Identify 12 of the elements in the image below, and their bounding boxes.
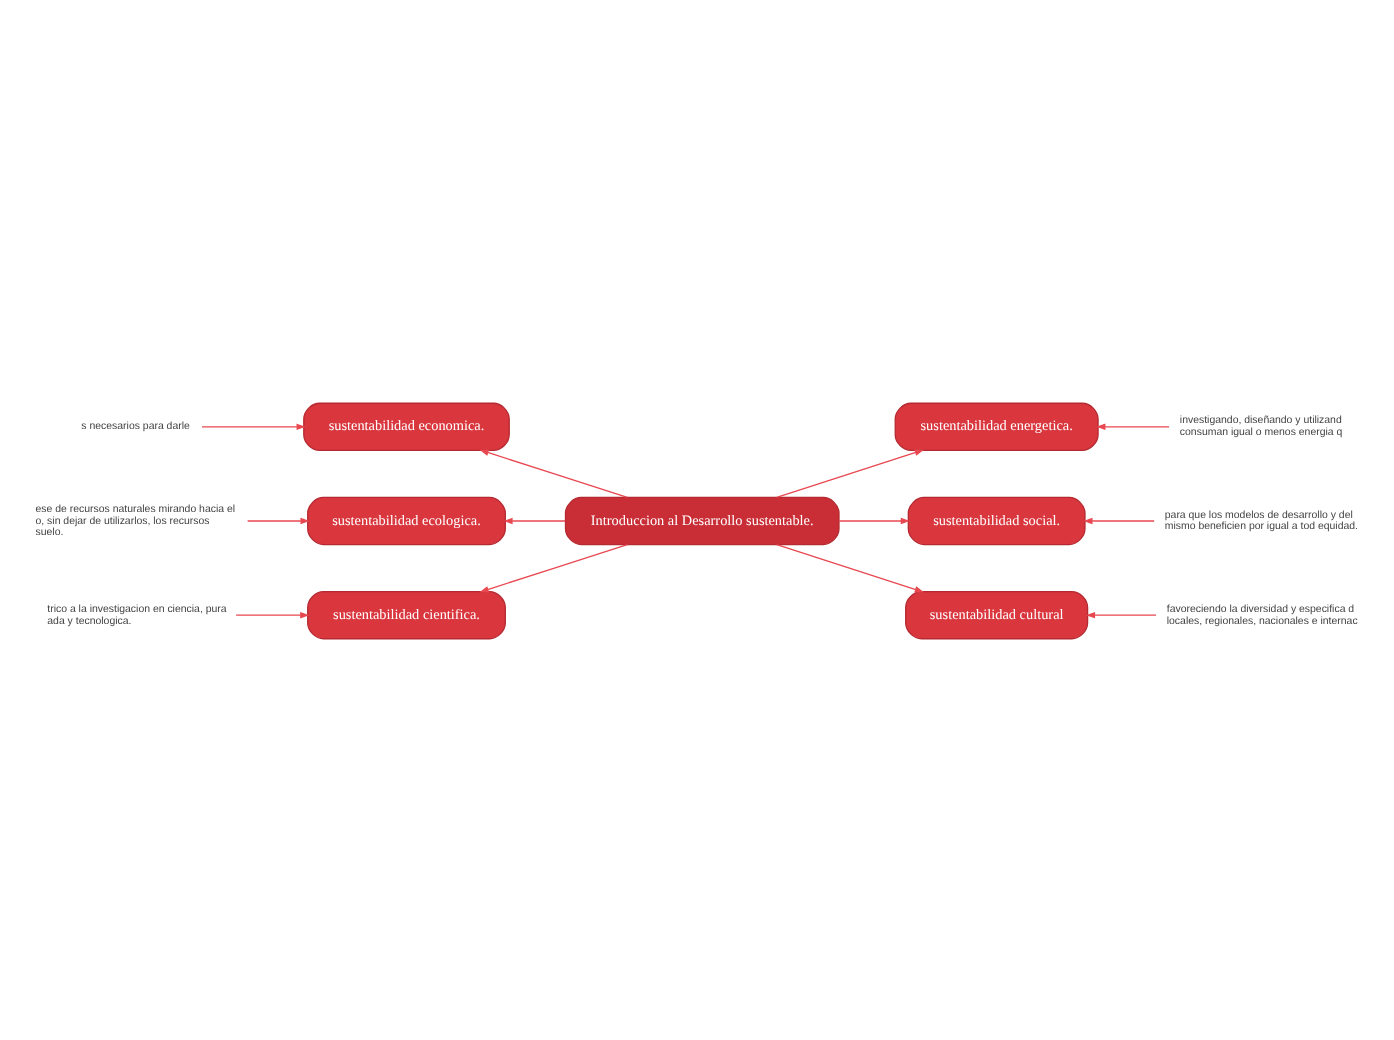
arrow: [1096, 422, 1170, 429]
arrow: [479, 543, 628, 592]
arrow: [1085, 611, 1157, 618]
arrow: [838, 516, 910, 524]
arrow: [776, 543, 924, 592]
arrow: [201, 422, 306, 429]
arrow: [503, 516, 566, 524]
arrow: [246, 516, 310, 524]
arrow: [235, 611, 310, 618]
arrow: [1083, 516, 1155, 524]
arrow: [479, 448, 628, 497]
arrow: [776, 448, 924, 497]
